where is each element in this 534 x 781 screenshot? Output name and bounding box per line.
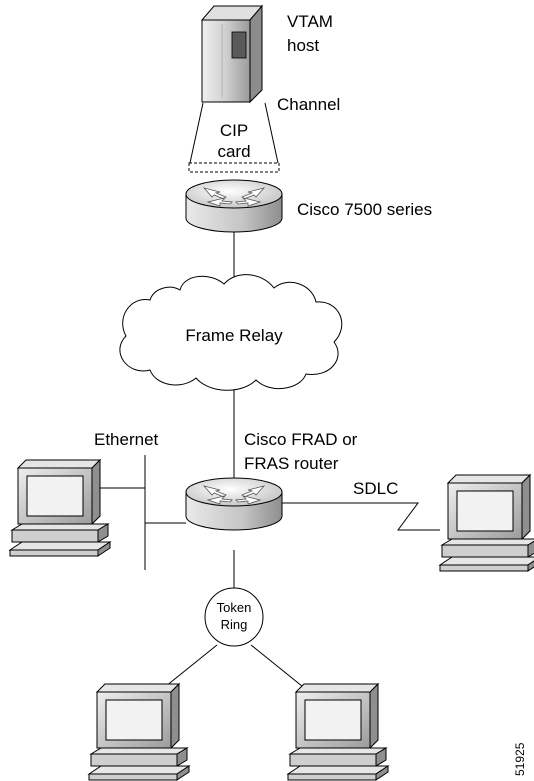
channel-link-right [264, 102, 279, 164]
workstation-icon[interactable] [9, 459, 111, 557]
frame-relay-label: Frame Relay [185, 326, 283, 345]
sdlc-label: SDLC [353, 479, 398, 498]
workstation-icon[interactable] [88, 683, 190, 781]
mainframe-icon[interactable] [200, 4, 264, 104]
channel-link-left [189, 102, 204, 164]
figure-id: 51925 [513, 742, 527, 776]
workstation-icon[interactable] [439, 474, 534, 572]
token-ring[interactable] [204, 587, 264, 647]
router-icon[interactable] [185, 179, 283, 233]
ethernet-label: Ethernet [94, 430, 159, 449]
cip-card-label-line1: CIP [220, 121, 248, 140]
cip-card[interactable] [188, 162, 280, 173]
token-ring-label-line2: Ring [221, 617, 248, 632]
token-ring-label-line1: Token [217, 600, 252, 615]
host-label-line1: VTAM [287, 12, 333, 31]
core-router-label: Cisco 7500 series [297, 200, 432, 219]
workstation-icon[interactable] [287, 683, 389, 781]
router-icon[interactable] [185, 477, 283, 531]
host-label-line2: host [287, 36, 319, 55]
sdlc-link [282, 502, 440, 531]
branch-router-label-line1: Cisco FRAD or [244, 430, 358, 449]
branch-router-label-line2: FRAS router [244, 454, 339, 473]
cip-card-label-line2: card [217, 142, 250, 161]
cloud-icon[interactable] [119, 274, 343, 391]
channel-label: Channel [277, 95, 340, 114]
